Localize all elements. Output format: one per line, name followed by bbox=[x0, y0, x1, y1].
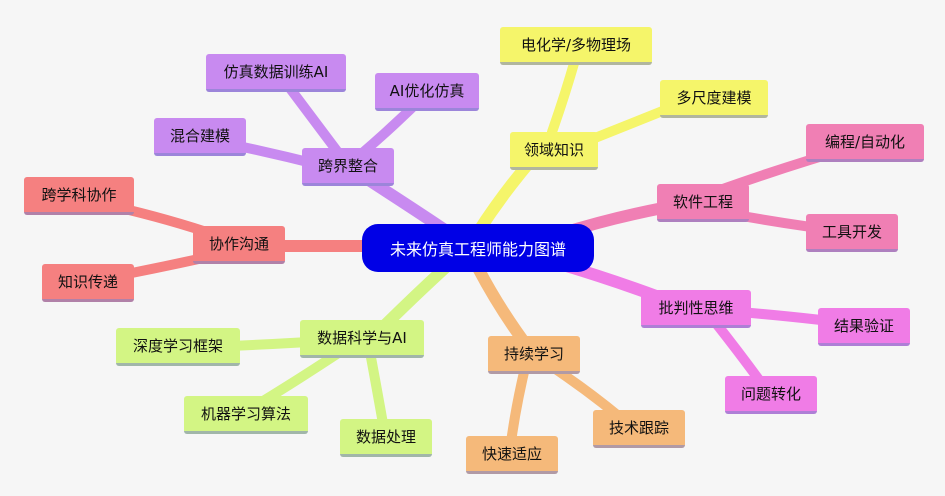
leaf-datasci-1[interactable]: 机器学习算法 bbox=[184, 396, 308, 434]
leaf-datasci-0[interactable]: 深度学习框架 bbox=[116, 328, 240, 366]
leaf-domain-0[interactable]: 电化学/多物理场 bbox=[500, 27, 652, 65]
link-domain-0 bbox=[547, 55, 580, 137]
leaf-critical-0[interactable]: 结果验证 bbox=[818, 308, 910, 346]
leaf-cross-2[interactable]: 混合建模 bbox=[154, 118, 246, 156]
leaf-cross-1[interactable]: AI优化仿真 bbox=[375, 73, 479, 111]
branch-domain[interactable]: 领域知识 bbox=[510, 132, 598, 170]
branch-critical[interactable]: 批判性思维 bbox=[641, 290, 751, 328]
branch-cross[interactable]: 跨界整合 bbox=[302, 148, 394, 186]
branch-software[interactable]: 软件工程 bbox=[657, 184, 749, 222]
leaf-software-0[interactable]: 编程/自动化 bbox=[806, 124, 924, 162]
leaf-collab-1[interactable]: 知识传递 bbox=[42, 264, 134, 302]
root-node[interactable]: 未来仿真工程师能力图谱 bbox=[362, 224, 594, 272]
leaf-learning-0[interactable]: 技术跟踪 bbox=[593, 410, 685, 448]
leaf-learning-1[interactable]: 快速适应 bbox=[466, 436, 558, 474]
branch-learning[interactable]: 持续学习 bbox=[488, 336, 580, 374]
leaf-collab-0[interactable]: 跨学科协作 bbox=[24, 177, 134, 215]
branch-collab[interactable]: 协作沟通 bbox=[193, 226, 285, 264]
leaf-software-1[interactable]: 工具开发 bbox=[806, 214, 898, 252]
branch-datasci[interactable]: 数据科学与AI bbox=[300, 320, 424, 358]
leaf-critical-1[interactable]: 问题转化 bbox=[725, 376, 817, 414]
leaf-datasci-2[interactable]: 数据处理 bbox=[340, 419, 432, 457]
leaf-domain-1[interactable]: 多尺度建模 bbox=[660, 80, 768, 118]
leaf-cross-0[interactable]: 仿真数据训练AI bbox=[206, 54, 346, 92]
